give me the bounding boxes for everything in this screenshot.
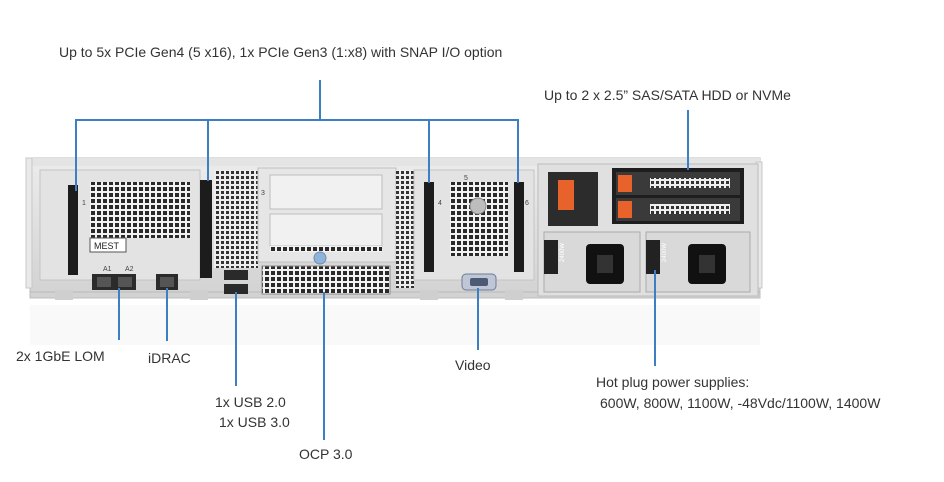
slot-bracket-1 bbox=[68, 185, 78, 275]
ocp-slot bbox=[261, 265, 391, 295]
pcie-bar bbox=[75, 119, 519, 121]
ocp-label: OCP 3.0 bbox=[299, 446, 353, 462]
centre-io: 3 bbox=[214, 167, 414, 295]
psu-stem bbox=[654, 270, 656, 366]
lom-label: 2x 1GbE LOM bbox=[16, 348, 105, 364]
idrac-label: iDRAC bbox=[148, 350, 191, 366]
riser-1: MEST 1 2 A1 A2 bbox=[39, 169, 220, 290]
slot-bracket-6 bbox=[514, 182, 524, 272]
pcie-drop-1 bbox=[75, 119, 77, 191]
drives-stem bbox=[687, 110, 689, 170]
pcie-drop-3 bbox=[428, 119, 430, 183]
psu-1-rating: 2400W bbox=[560, 243, 566, 262]
slot-bracket-2 bbox=[200, 180, 212, 278]
slot-3-label: 3 bbox=[261, 190, 265, 197]
port-a2-label: A2 bbox=[125, 266, 134, 273]
idrac-stem bbox=[166, 288, 168, 341]
pcie-stem bbox=[319, 80, 321, 120]
video-label: Video bbox=[455, 357, 491, 373]
port-a1-label: A1 bbox=[103, 266, 112, 273]
psu-2-rating: 2400W bbox=[662, 243, 668, 262]
chassis-reflection bbox=[30, 305, 760, 345]
psu-list-label: 600W, 800W, 1100W, -48Vdc/1100W, 1400W bbox=[600, 395, 881, 411]
ocp-stem bbox=[323, 292, 325, 440]
slot-1-label: 1 bbox=[82, 200, 86, 207]
video-stem bbox=[477, 288, 479, 350]
usb2-label: 1x USB 2.0 bbox=[215, 394, 286, 410]
pcie-label: Up to 5x PCIe Gen4 (5 x16), 1x PCIe Gen3… bbox=[59, 44, 503, 60]
usb3-label: 1x USB 3.0 bbox=[219, 414, 290, 430]
drive-psu-block: 2400W 2400W bbox=[537, 163, 759, 297]
psu-title-label: Hot plug power supplies: bbox=[596, 374, 750, 390]
slot-bracket-4 bbox=[424, 182, 434, 272]
pcie-drop-4 bbox=[517, 119, 519, 183]
pcie-drop-2 bbox=[207, 119, 209, 181]
riser-2: 4 5 6 bbox=[413, 169, 535, 291]
drives-label: Up to 2 x 2.5” SAS/SATA HDD or NVMe bbox=[544, 87, 791, 103]
lom-stem bbox=[118, 288, 120, 340]
drive-latch-left bbox=[558, 180, 574, 210]
usb-2-port bbox=[224, 270, 248, 280]
slot-5-label: 5 bbox=[464, 175, 468, 182]
slot-6-label: 6 bbox=[525, 200, 529, 207]
usb-stem bbox=[235, 292, 237, 386]
usb-3-port bbox=[224, 284, 248, 294]
slot-4-label: 4 bbox=[438, 200, 442, 207]
mest-tag: MEST bbox=[94, 241, 120, 251]
